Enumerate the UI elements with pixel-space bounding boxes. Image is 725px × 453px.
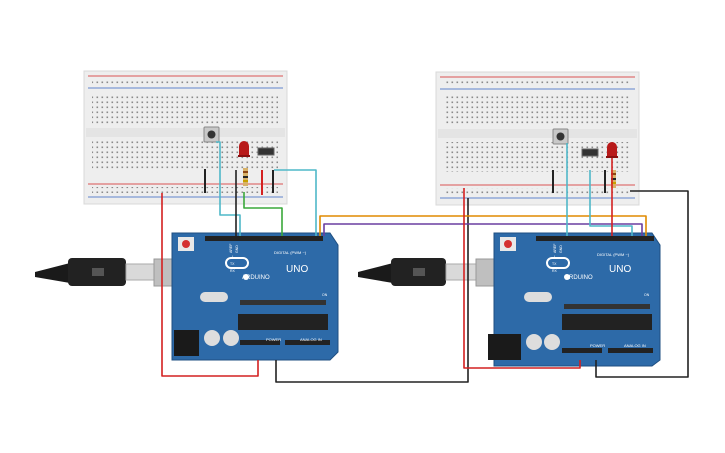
wire-cyan-1a[interactable] [216,141,241,236]
arduino-1-aref-label: AREF [229,244,233,253]
breadboard-2[interactable] [435,71,640,206]
arduino-1-gnd-label: GND [235,245,239,253]
arduino-1-analog-label: ANALOG IN [300,337,322,342]
arduino-1-tx-label: TX [230,262,235,266]
arduino-2-logo: ARDUINO [565,275,593,281]
wire-red-5v-1[interactable] [161,193,259,377]
arduino-1-power-label: POWER [266,337,281,342]
pushbutton-1[interactable] [203,126,220,143]
breadboard-1[interactable] [83,70,288,205]
usb-cable-1[interactable] [35,258,193,287]
arduino-2-on-label: ON [644,293,650,297]
wire-red-5v-2[interactable] [463,188,581,369]
arduino-1-logo: ARDUINO [242,275,270,281]
slide-switch-2[interactable] [581,148,599,157]
arduino-2-model: UNO [609,264,631,275]
arduino-2-l-label: L [554,255,556,259]
wire-cyan-2b[interactable] [589,170,633,236]
arduino-1-rx-label: RX [230,269,236,273]
wire-black-gnd-2[interactable] [595,190,689,378]
arduino-2-gnd-label: GND [559,245,563,253]
arduino-1-digital-label: DIGITAL (PWM ~) [274,250,307,255]
led-2[interactable] [606,142,618,158]
arduino-2-power-label: POWER [590,343,605,348]
wire-purple-serial[interactable] [323,223,643,236]
arduino-2-aref-label: AREF [553,244,557,253]
arduino-2-tx-label: TX [552,262,557,266]
arduino-1-model: UNO [286,264,308,275]
arduino-2-digital-label: DIGITAL (PWM ~) [597,252,630,257]
arduino-1-on-label: ON [322,293,328,297]
arduino-2-rx-label: RX [552,269,558,273]
resistor-2 [611,170,616,188]
usb-cable-2[interactable] [358,258,517,287]
led-1[interactable] [238,141,250,157]
wire-black-gnd-1[interactable] [275,198,469,383]
slide-switch-1[interactable] [257,147,275,156]
wire-green-1[interactable] [243,192,283,236]
pushbutton-2[interactable] [552,128,569,145]
wire-orange-serial[interactable] [319,215,647,236]
arduino-uno-1[interactable] [171,232,339,361]
arduino-uno-2[interactable] [488,232,661,367]
arduino-2-analog-label: ANALOG IN [624,343,646,348]
resistor-1 [243,168,248,186]
arduino-1-l-label: L [232,255,234,259]
wire-cyan-1b[interactable] [274,169,317,236]
